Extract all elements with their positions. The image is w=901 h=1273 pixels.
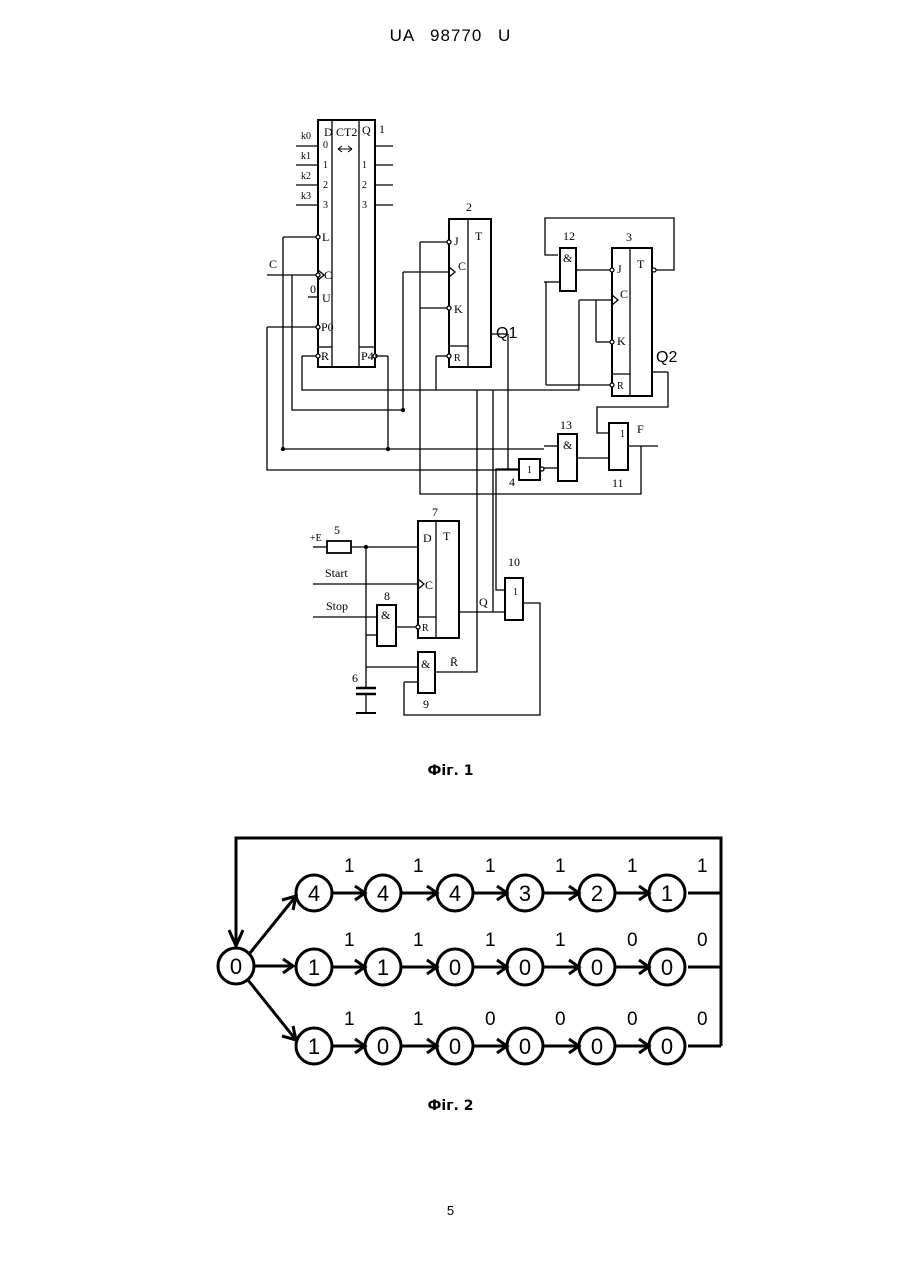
state-node-label: 0 <box>449 1034 461 1059</box>
state-node-label: 0 <box>591 955 603 980</box>
transition-label: 0 <box>697 1009 708 1030</box>
state-node-label: 1 <box>308 1034 320 1059</box>
state-node-label: 4 <box>308 881 320 906</box>
transition-label: 1 <box>344 930 355 951</box>
transition-label: 0 <box>627 930 638 951</box>
state-node-label: 1 <box>661 881 673 906</box>
transition-label: 1 <box>555 930 566 951</box>
transition-label: 0 <box>485 1009 496 1030</box>
state-node-label: 4 <box>377 881 389 906</box>
transition-label: 1 <box>697 856 708 877</box>
state-node-label: 0 <box>377 1034 389 1059</box>
transition-label: 0 <box>697 930 708 951</box>
figure-2-caption: Фіг. 2 <box>0 1098 901 1114</box>
branch-arrow-row3 <box>248 980 296 1040</box>
state-node-label: 4 <box>449 881 461 906</box>
root-node-label: 0 <box>230 954 242 979</box>
state-node-label: 0 <box>519 955 531 980</box>
branch-arrow-row1 <box>250 896 296 953</box>
state-node-label: 0 <box>661 1034 673 1059</box>
state-node-label: 0 <box>591 1034 603 1059</box>
transition-label: 0 <box>555 1009 566 1030</box>
transition-label: 1 <box>344 856 355 877</box>
page-number: 5 <box>0 1203 901 1218</box>
transition-label: 1 <box>485 856 496 877</box>
transition-label: 1 <box>413 930 424 951</box>
transition-label: 1 <box>627 856 638 877</box>
transition-label: 1 <box>344 1009 355 1030</box>
transition-label: 1 <box>485 930 496 951</box>
transition-label: 0 <box>627 1009 638 1030</box>
feedback-loop <box>236 838 721 1046</box>
state-node-label: 0 <box>519 1034 531 1059</box>
transition-label: 1 <box>555 856 566 877</box>
state-node-label: 0 <box>449 955 461 980</box>
state-node-label: 1 <box>377 955 389 980</box>
transition-label: 1 <box>413 856 424 877</box>
state-node-label: 0 <box>661 955 673 980</box>
state-node-label: 2 <box>591 881 603 906</box>
state-node-label: 1 <box>308 955 320 980</box>
transition-label: 1 <box>413 1009 424 1030</box>
state-node-label: 3 <box>519 881 531 906</box>
